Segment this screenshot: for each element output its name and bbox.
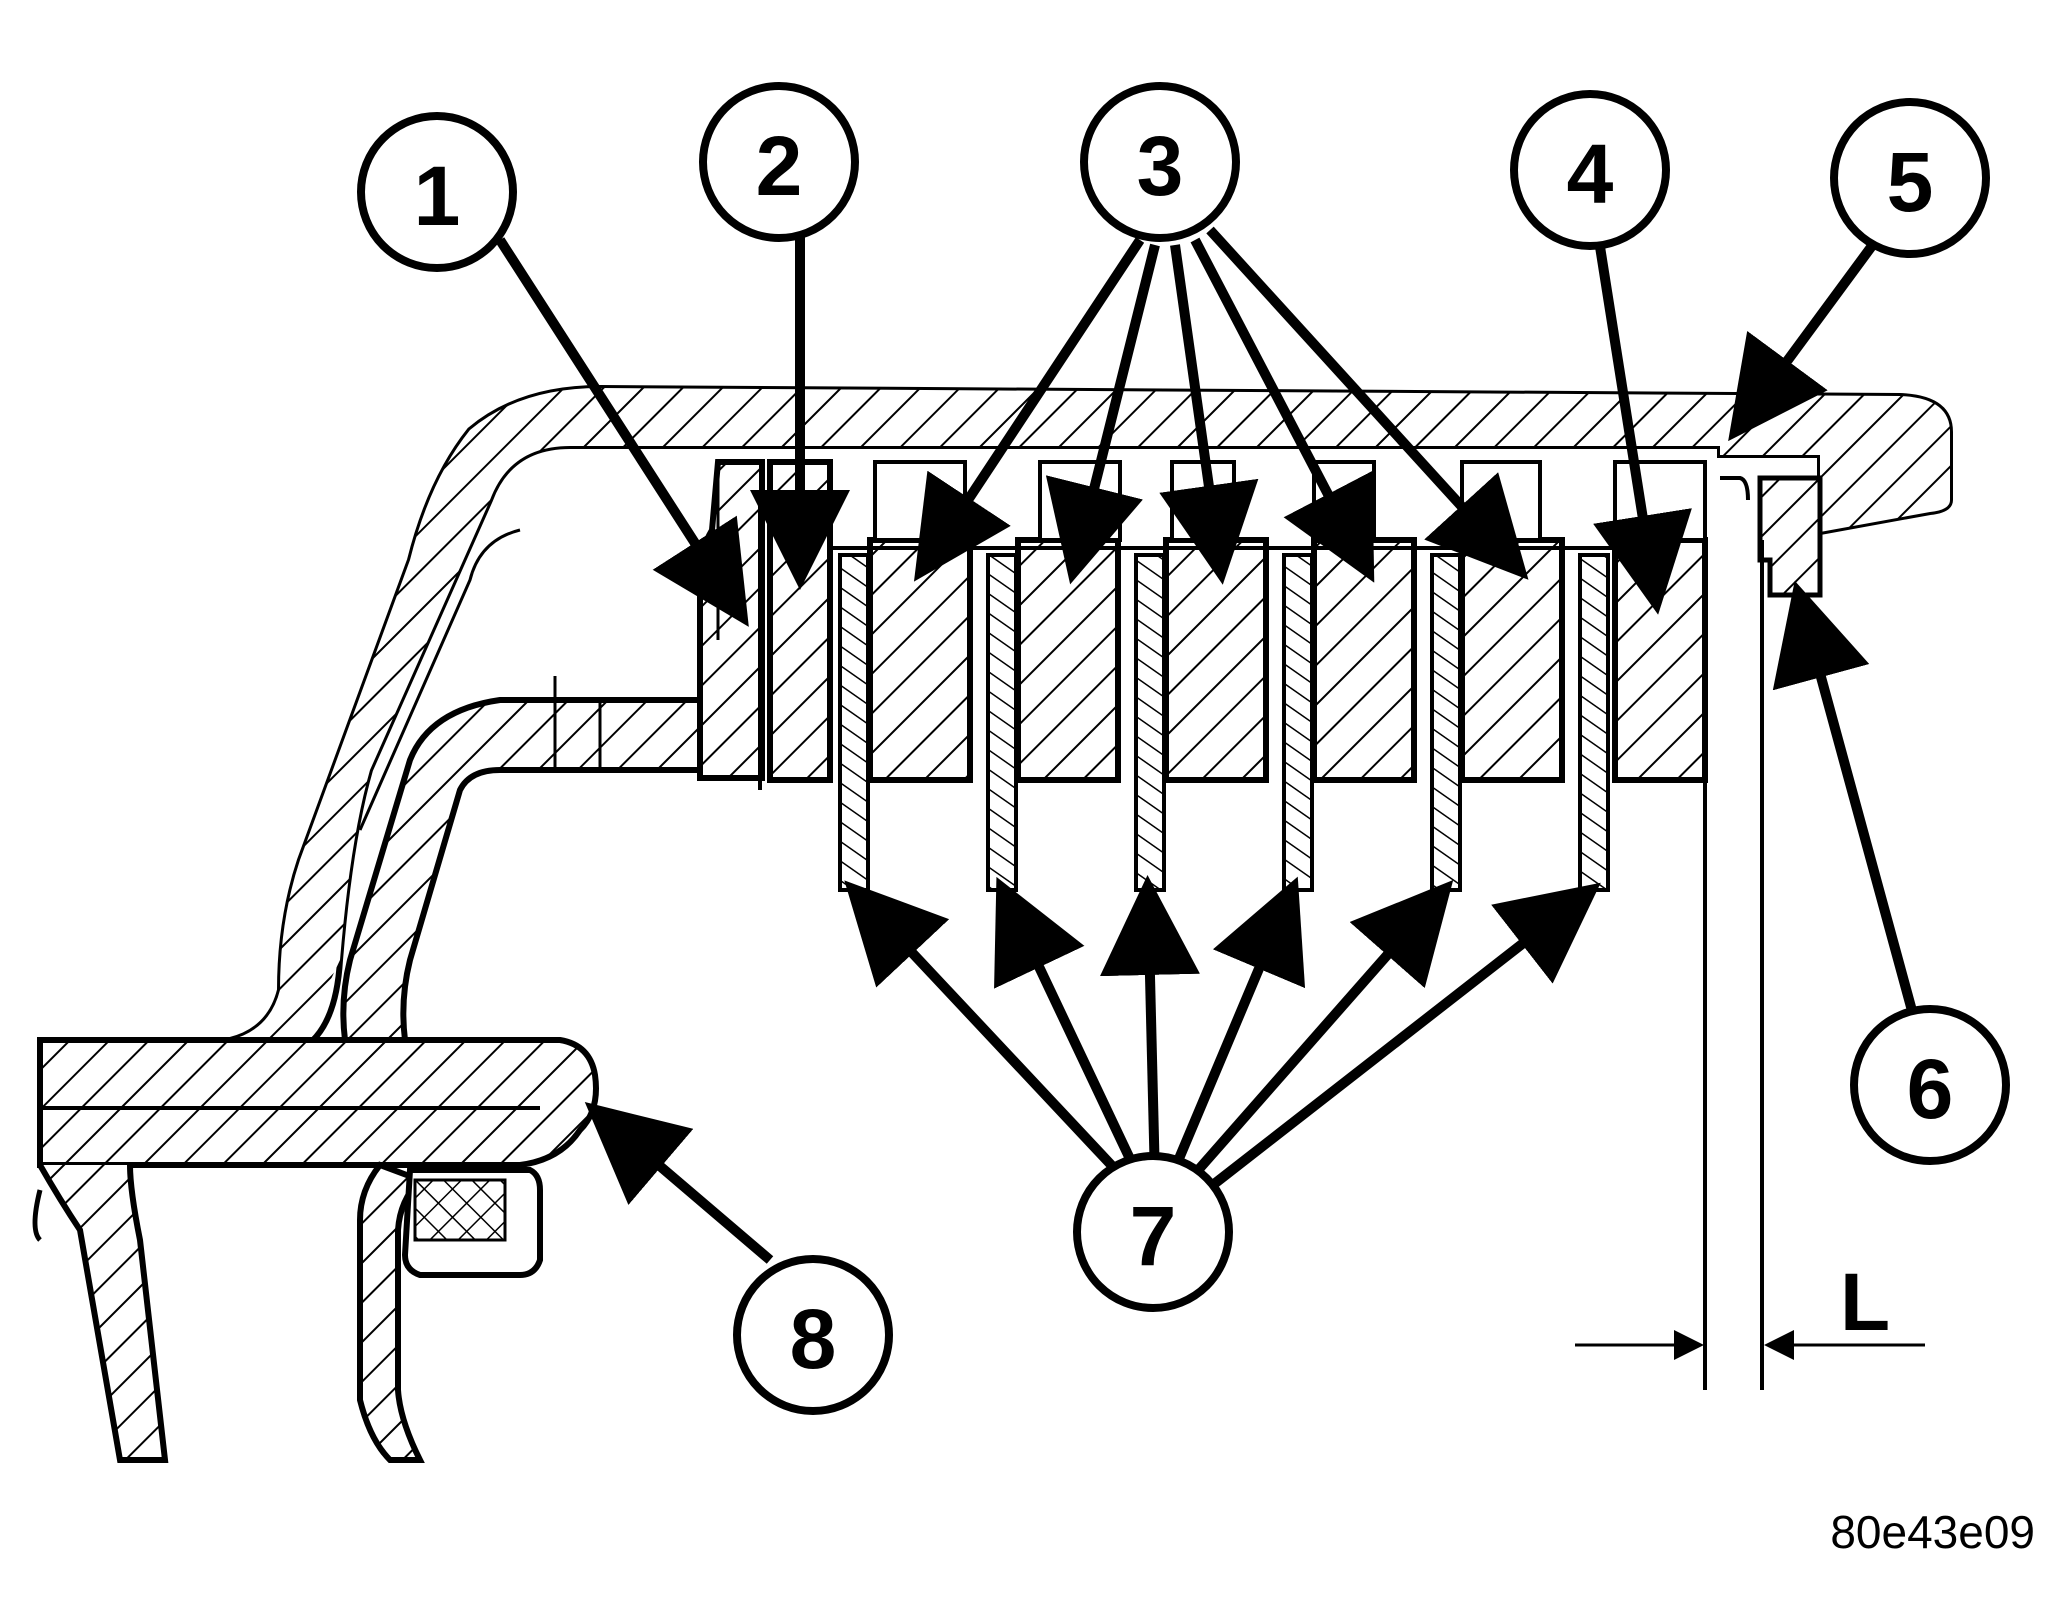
clutch-retainer-housing bbox=[40, 385, 1953, 1053]
steel-plate bbox=[1459, 537, 1565, 783]
leader-7d bbox=[1165, 876, 1306, 1182]
leader-7e bbox=[1181, 879, 1454, 1189]
leader-7c bbox=[1099, 875, 1200, 1181]
friction-disc bbox=[1430, 553, 1462, 892]
svg-text:8: 8 bbox=[790, 1292, 837, 1386]
callout-3: 3 bbox=[1080, 82, 1240, 242]
steel-plate bbox=[1311, 537, 1417, 783]
steel-plate bbox=[1015, 537, 1121, 783]
piston-hub bbox=[340, 676, 703, 1043]
svg-text:4: 4 bbox=[1567, 127, 1614, 221]
part-6-snap-ring bbox=[1720, 475, 1823, 598]
svg-text:5: 5 bbox=[1887, 135, 1934, 229]
piston-seal bbox=[401, 1167, 543, 1278]
svg-text:3: 3 bbox=[1137, 119, 1184, 213]
leader-4 bbox=[1590, 214, 1692, 615]
leader-7a bbox=[844, 880, 1134, 1189]
leader-3d bbox=[1190, 237, 1375, 583]
leader-7b bbox=[994, 876, 1145, 1183]
leader-arrows bbox=[495, 214, 1925, 1264]
friction-disc bbox=[1578, 553, 1610, 892]
leader-6 bbox=[1772, 580, 1925, 1042]
svg-text:6: 6 bbox=[1907, 1042, 1954, 1136]
leader-3c bbox=[1159, 244, 1259, 585]
input-shaft-flange bbox=[32, 1037, 599, 1463]
leader-7f bbox=[1196, 882, 1601, 1199]
leader-3e bbox=[1206, 226, 1529, 580]
callout-2: 2 bbox=[699, 82, 859, 242]
leader-8 bbox=[584, 1102, 774, 1264]
clearance-dimension: L bbox=[1575, 540, 1925, 1390]
svg-text:2: 2 bbox=[756, 119, 803, 213]
dimension-label: L bbox=[1840, 1257, 1890, 1348]
steel-plate bbox=[1163, 537, 1269, 783]
svg-text:1: 1 bbox=[414, 149, 461, 243]
callout-6: 6 bbox=[1850, 1005, 2010, 1165]
friction-disc bbox=[1282, 553, 1314, 892]
steel-plate bbox=[867, 537, 973, 783]
friction-disc bbox=[1134, 553, 1166, 892]
callout-7: 7 bbox=[1073, 1152, 1233, 1312]
leader-3b bbox=[1045, 243, 1160, 585]
friction-disc bbox=[986, 553, 1018, 892]
figure-reference-code: 80e43e09 bbox=[1830, 1506, 2035, 1558]
leader-1 bbox=[495, 237, 749, 627]
callout-4: 4 bbox=[1510, 90, 1670, 250]
friction-disc bbox=[838, 553, 870, 892]
part-1-plate bbox=[697, 459, 765, 781]
svg-text:7: 7 bbox=[1130, 1189, 1177, 1283]
callout-1: 1 bbox=[357, 112, 517, 272]
leader-3a bbox=[913, 237, 1145, 582]
callout-8: 8 bbox=[733, 1255, 893, 1415]
part-4-reaction-plate bbox=[1612, 460, 1708, 783]
callout-5: 5 bbox=[1830, 98, 1990, 258]
leader-5 bbox=[1728, 232, 1885, 442]
